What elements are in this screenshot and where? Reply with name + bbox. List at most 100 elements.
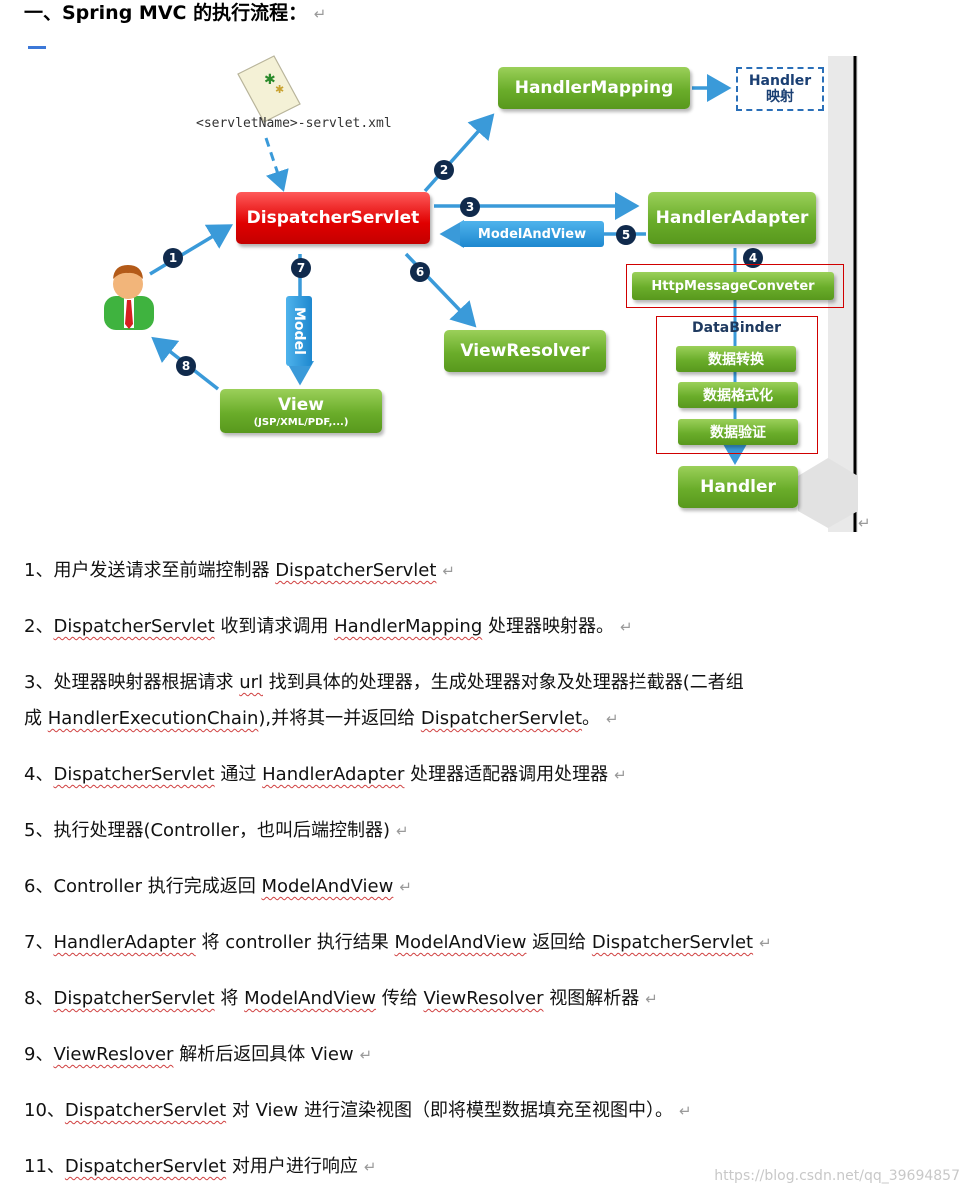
step-line: 2、DispatcherServlet 收到请求调用 HandlerMappin… — [24, 612, 633, 642]
step-line: 成 HandlerExecutionChain),并将其一并返回给 Dispat… — [24, 704, 619, 734]
step-term: HandlerAdapter — [53, 932, 196, 953]
step-term: DispatcherServlet — [53, 764, 215, 785]
step-number: 11、 — [24, 1156, 65, 1177]
step-text: 将 — [214, 988, 245, 1009]
return-mark: ↵ — [645, 990, 658, 1008]
step-number: 5、 — [24, 820, 54, 841]
step-badge-8: 8 — [176, 356, 196, 376]
step-badge-4: 4 — [743, 248, 763, 268]
return-mark: ↵ — [442, 562, 455, 580]
decor-hexagon — [798, 458, 858, 528]
step-text: 处理器映射器。 — [482, 616, 614, 637]
step-term: DispatcherServlet — [275, 560, 437, 581]
arrow-2 — [423, 113, 495, 193]
step-text: 找到具体的处理器，生成处理器对象及处理器拦截器(二者组 — [263, 672, 744, 693]
return-mark: ↵ — [313, 5, 327, 23]
spring-mvc-flow-diagram: ✱ ✱ 1 2 3 4 5 6 7 8 <servle — [28, 46, 858, 532]
svg-text:6: 6 — [416, 265, 424, 279]
return-mark: ↵ — [606, 710, 619, 728]
handler-box: Handler — [678, 466, 798, 508]
return-mark: ↵ — [359, 1046, 373, 1064]
step-line: 1、用户发送请求至前端控制器 DispatcherServlet ↵ — [24, 556, 455, 586]
arrow-config-to-dispatcher — [264, 137, 289, 192]
step-line: 4、DispatcherServlet 通过 HandlerAdapter 处理… — [24, 760, 627, 790]
return-mark: ↵ — [396, 822, 409, 840]
step-text: 处理器适配器调用处理器 — [404, 764, 609, 785]
user-icon — [104, 265, 154, 330]
step-term: DispatcherServlet — [64, 1156, 227, 1177]
servlet-xml-label: <servletName>-servlet.xml — [196, 116, 392, 131]
data-binder-frame — [656, 316, 818, 454]
step-line: 3、处理器映射器根据请求 url 找到具体的处理器，生成处理器对象及处理器拦截器… — [24, 668, 744, 698]
step-badge-5: 5 — [616, 225, 636, 245]
step-term: DispatcherServlet — [53, 988, 215, 1009]
step-line: 9、ViewReslover 解析后返回具体 View↵ — [24, 1040, 372, 1070]
data-format-box: 数据格式化 — [678, 382, 798, 408]
step-term: HandlerMapping — [334, 616, 483, 637]
handler-mapping-box: HandlerMapping — [498, 67, 690, 109]
svg-text:4: 4 — [749, 251, 757, 265]
dispatcher-servlet-box: DispatcherServlet — [236, 192, 430, 244]
svg-text:7: 7 — [297, 261, 305, 275]
step-text: Controller 执行完成返回 — [53, 876, 262, 897]
step-line: 5、执行处理器(Controller，也叫后端控制器) ↵ — [24, 816, 409, 846]
model-label-box: Model — [286, 296, 312, 366]
step-badge-6: 6 — [410, 262, 430, 282]
xml-file-icon: ✱ ✱ — [237, 55, 301, 123]
step-line: 10、DispatcherServlet 对 View 进行渲染视图（即将模型数… — [24, 1096, 692, 1126]
step-badge-3: 3 — [460, 197, 480, 217]
heading-text: 一、Spring MVC 的执行流程： — [24, 2, 308, 24]
step-text: 用户发送请求至前端控制器 — [53, 560, 276, 581]
diagram-return-mark: ↵ — [858, 514, 871, 532]
handler-mapping-result-box: Handler 映射 — [736, 67, 824, 111]
step-line: 7、HandlerAdapter 将 controller 执行结果 Model… — [24, 928, 772, 958]
step-number: 2、 — [24, 616, 54, 637]
section-heading: 一、Spring MVC 的执行流程： ↵ — [24, 0, 326, 25]
step-number: 10、 — [24, 1100, 65, 1121]
step-text: 传给 — [376, 988, 424, 1009]
svg-text:1: 1 — [169, 251, 177, 265]
step-number: 8、 — [24, 988, 54, 1009]
handler-adapter-box: HandlerAdapter — [648, 192, 816, 244]
step-text: 成 — [24, 708, 48, 729]
step-text: 对 View 进行渲染视图（即将模型数据填充至视图中）。 — [226, 1100, 674, 1121]
svg-text:5: 5 — [622, 228, 630, 242]
step-badge-1: 1 — [163, 248, 183, 268]
step-number: 4、 — [24, 764, 54, 785]
step-term: ModelAndView — [244, 988, 377, 1009]
http-converter-frame — [626, 264, 844, 308]
step-text: 视图解析器 — [543, 988, 640, 1009]
return-mark: ↵ — [679, 1102, 692, 1120]
step-term: DispatcherServlet — [420, 708, 583, 729]
svg-text:2: 2 — [440, 163, 448, 177]
http-message-converter-box: HttpMessageConveter — [632, 272, 834, 300]
step-term: DispatcherServlet — [53, 616, 215, 637]
step-term: HandlerExecutionChain — [47, 708, 259, 729]
svg-text:3: 3 — [466, 200, 474, 214]
step-text: 对用户进行响应 — [226, 1156, 358, 1177]
step-text: 。 — [582, 708, 601, 729]
view-sub-label: (JSP/XML/PDF,...) — [253, 416, 349, 428]
step-text: 将 controller 执行结果 — [195, 932, 395, 953]
return-mark: ↵ — [363, 1158, 377, 1176]
svg-text:✱: ✱ — [264, 72, 276, 88]
return-mark: ↵ — [399, 878, 412, 896]
blue-corner-mark — [28, 46, 46, 49]
svg-text:8: 8 — [182, 359, 190, 373]
handler-line-1: Handler — [748, 73, 812, 89]
handler-line-2: 映射 — [766, 89, 794, 105]
data-convert-box: 数据转换 — [676, 346, 796, 372]
step-text: 执行处理器(Controller，也叫后端控制器) — [53, 820, 391, 841]
data-binder-label: DataBinder — [692, 320, 782, 336]
step-line: 11、DispatcherServlet 对用户进行响应 ↵ — [24, 1152, 376, 1182]
step-number: 1、 — [24, 560, 54, 581]
return-mark: ↵ — [619, 618, 633, 636]
step-number-badges: 1 2 3 4 5 6 7 8 — [163, 160, 763, 376]
step-term: ViewResolver — [423, 988, 544, 1009]
step-term: DispatcherServlet — [64, 1100, 227, 1121]
data-validate-box: 数据验证 — [678, 419, 798, 445]
step-term: ViewReslover — [53, 1044, 174, 1065]
step-term: ModelAndView — [394, 932, 527, 953]
step-term: HandlerAdapter — [262, 764, 405, 785]
step-badge-2: 2 — [434, 160, 454, 180]
